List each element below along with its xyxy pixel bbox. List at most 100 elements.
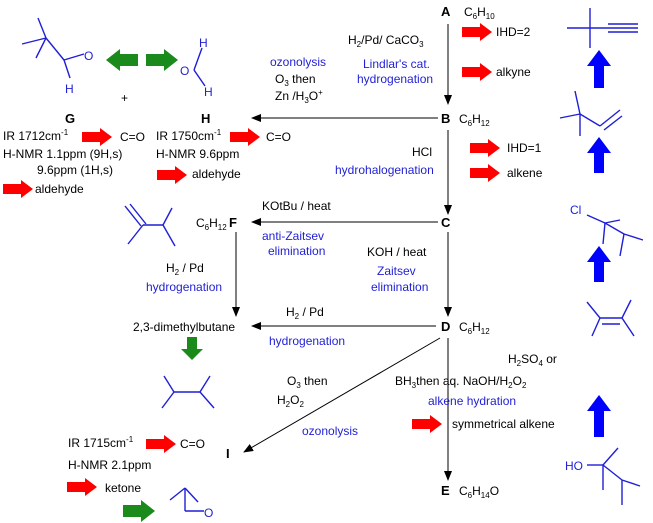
red-arrow-icon [82, 128, 112, 146]
blue-arrow-up-icon [587, 50, 611, 88]
reagent-h2pd-f: H2 / Pd [166, 261, 204, 277]
deductions-h: IR 1750cm-1 C=O H-NMR 9.6ppm aldehyde [156, 128, 291, 181]
red-arrow-icon [146, 435, 176, 453]
name-elimination-2: elimination [371, 280, 428, 294]
conditions-c-to-f: KOtBu / heat anti-Zaitsev elimination [262, 199, 331, 258]
structure-alcohol [587, 447, 641, 505]
reagent-ozone-2: O3 then [287, 374, 328, 390]
label-d: D [441, 319, 450, 334]
conditions-d-to-dmb: H2 / Pd hydrogenation [269, 305, 345, 348]
green-arrow-right-icon [146, 49, 178, 71]
reagent-lindlar: H2/Pd/ CaCO3 [348, 33, 424, 49]
atom-o-h: O [180, 64, 189, 78]
name-alkene-hydration: alkene hydration [428, 394, 516, 408]
atom-h-bottom: H [204, 85, 213, 99]
deduction-ihd-1: IHD=1 [507, 141, 542, 155]
blue-arrows [587, 50, 611, 437]
label-b: B [441, 111, 450, 126]
deductions-g: IR 1712cm-1 C=O H-NMR 1.1ppm (9H,s) 9.6p… [3, 128, 145, 196]
red-arrow-icon [412, 415, 442, 433]
name-zaitsev: Zaitsev [377, 264, 416, 278]
green-arrow-down-icon [181, 337, 203, 360]
formula-d: C6H12 [459, 320, 490, 336]
reagent-h2o2: H2O2 [277, 393, 304, 409]
structure-alkene-f [124, 203, 176, 247]
i-carbonyl: C=O [180, 437, 205, 451]
name-ozonolysis-2: ozonolysis [302, 424, 358, 438]
label-f: F [229, 215, 237, 230]
reagent-zn: Zn /H3O+ [275, 88, 323, 105]
conditions-d-to-e: H2SO4 or BH3then aq. NaOH/H2O2 alkene hy… [395, 352, 557, 408]
red-arrow-icon [3, 180, 33, 198]
name-ozonolysis-1: ozonolysis [270, 55, 326, 69]
formula-a: C6H10 [464, 5, 495, 21]
red-arrow-icon [230, 128, 260, 146]
atom-ho: HO [565, 459, 583, 473]
label-c: C [441, 215, 451, 230]
h-ir: IR 1750cm-1 [156, 128, 222, 143]
red-arrows [3, 23, 500, 496]
name-hydrogenation-d: hydrogenation [269, 334, 345, 348]
deduction-symmetrical-alkene: symmetrical alkene [452, 417, 555, 431]
arrow-d-to-i [243, 337, 441, 453]
compound-f: C6H12 F [196, 215, 237, 232]
name-elimination-1: elimination [268, 244, 325, 258]
structure-acetone [169, 487, 204, 512]
i-ir: IR 1715cm-1 [68, 435, 134, 450]
formula-f: C6H12 [196, 216, 227, 232]
label-g: G [65, 111, 75, 126]
i-ketone: ketone [105, 481, 141, 495]
label-a: A [441, 4, 451, 19]
structure-dimethylbutane [161, 375, 215, 409]
structure-pivalaldehyde [21, 17, 85, 79]
atom-cl: Cl [570, 203, 581, 217]
formula-b: C6H12 [459, 112, 490, 128]
structure-atom-labels: O H H O H Cl HO O [65, 36, 583, 520]
name-anti-zaitsev: anti-Zaitsev [262, 229, 324, 243]
reagent-kotbu: KOtBu / heat [262, 199, 331, 213]
red-arrow-icon [157, 166, 187, 184]
blue-arrow-up-icon [587, 395, 611, 437]
structures [21, 8, 644, 512]
compound-e: E C6H14O [441, 483, 499, 500]
deduction-alkene: alkene [507, 166, 543, 180]
g-carbonyl: C=O [120, 130, 145, 144]
i-nmr: H-NMR 2.1ppm [68, 458, 151, 472]
name-hydrogenation-f: hydrogenation [146, 280, 222, 294]
g-aldehyde: aldehyde [35, 182, 84, 196]
reagent-hcl: HCl [412, 145, 432, 159]
red-arrow-icon [67, 478, 97, 496]
reaction-arrows [232, 24, 452, 481]
plus-sign: + [121, 91, 128, 105]
conditions-a-to-b: H2/Pd/ CaCO3 Lindlar's cat. hydrogenatio… [348, 33, 433, 86]
red-arrow-icon [462, 63, 492, 81]
reagent-h2pd-d: H2 / Pd [286, 305, 324, 321]
compound-b: B C6H12 [441, 111, 490, 128]
green-arrow-right-icon [123, 500, 155, 522]
atom-h-top: H [199, 36, 208, 50]
conditions-c-to-d: KOH / heat Zaitsev elimination [367, 245, 428, 294]
h-nmr: H-NMR 9.6ppm [156, 147, 239, 161]
compound-a: A C6H10 [441, 4, 495, 21]
structure-formaldehyde [193, 47, 206, 87]
name-lindlar-1: Lindlar's cat. [363, 57, 430, 71]
conditions-f-to-dmb: H2 / Pd hydrogenation [146, 261, 222, 294]
reagent-koh: KOH / heat [367, 245, 427, 259]
g-nmr-1: H-NMR 1.1ppm (9H,s) [3, 147, 122, 161]
reagent-bh3: BH3then aq. NaOH/H2O2 [395, 374, 527, 390]
conditions-b-to-c: HCl hydrohalogenation [335, 145, 434, 177]
blue-arrow-up-icon [587, 246, 611, 282]
structure-alkene-b [559, 90, 623, 136]
g-ir: IR 1712cm-1 [3, 128, 69, 143]
deductions-i: IR 1715cm-1 C=O H-NMR 2.1ppm ketone [68, 435, 205, 495]
name-hydrohalogenation: hydrohalogenation [335, 163, 434, 177]
blue-arrow-up-icon [587, 137, 611, 173]
label-h: H [201, 111, 210, 126]
g-nmr-2: 9.6ppm (1H,s) [37, 163, 113, 177]
compound-d: D C6H12 [441, 319, 490, 336]
deduction-ihd-2: IHD=2 [496, 25, 531, 39]
h-aldehyde: aldehyde [192, 167, 241, 181]
atom-h-g: H [65, 82, 74, 96]
h-carbonyl: C=O [266, 130, 291, 144]
